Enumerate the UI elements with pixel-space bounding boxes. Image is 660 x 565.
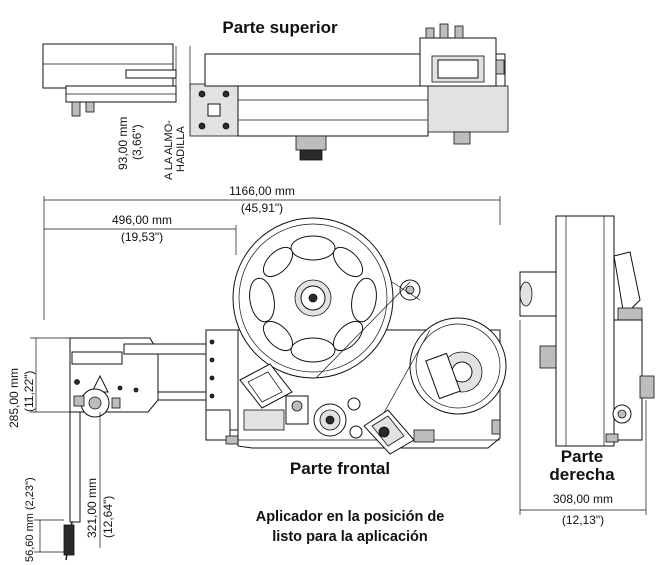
height-dim-mm: 285,00 mm — [7, 368, 21, 428]
left-dim-mm: 496,00 mm — [112, 213, 172, 227]
drop-dim-mm: 321,00 mm — [85, 478, 99, 538]
overall-dimension: 1166,00 mm (45,91") 496,00 mm (19,53") — [43, 184, 501, 320]
depth-dim-mm: 308,00 mm — [553, 492, 613, 506]
pad-dim-mm: 93,00 mm — [116, 117, 130, 170]
pad-note-2: HADILLA — [175, 125, 187, 172]
front-view: Parte frontal — [63, 217, 507, 561]
pad-ext-dim: 56,60 mm (2,23") — [24, 477, 36, 562]
right-view-title-line-2: derecha — [549, 465, 615, 484]
height-dim-in: (11,22") — [22, 371, 36, 412]
overall-dim-in: (45,91") — [241, 201, 283, 215]
front-vertical-dims: 285,00 mm (11,22") 56,60 mm (2,23") 321,… — [7, 337, 115, 562]
pad-note-1: A LA ALMO- — [163, 120, 175, 180]
front-view-title: Parte frontal — [290, 459, 390, 478]
top-view-title: Parte superior — [222, 18, 338, 37]
depth-dim-in: (12,13") — [562, 513, 604, 527]
drop-dim-in: (12,64") — [101, 496, 115, 538]
right-view: Parte derecha 308,00 mm (12,13") — [519, 215, 655, 527]
caption-line-1: Aplicador en la posición de — [256, 509, 445, 525]
right-view-title-line-1: Parte — [561, 447, 604, 466]
left-dim-in: (19,53") — [121, 230, 163, 244]
pad-dim-in: (3,66") — [130, 124, 144, 160]
top-view: Parte superior 93,00 mm — [42, 18, 509, 180]
caption-line-2: listo para la aplicación — [272, 529, 428, 545]
overall-dim-mm: 1166,00 mm — [229, 184, 295, 198]
